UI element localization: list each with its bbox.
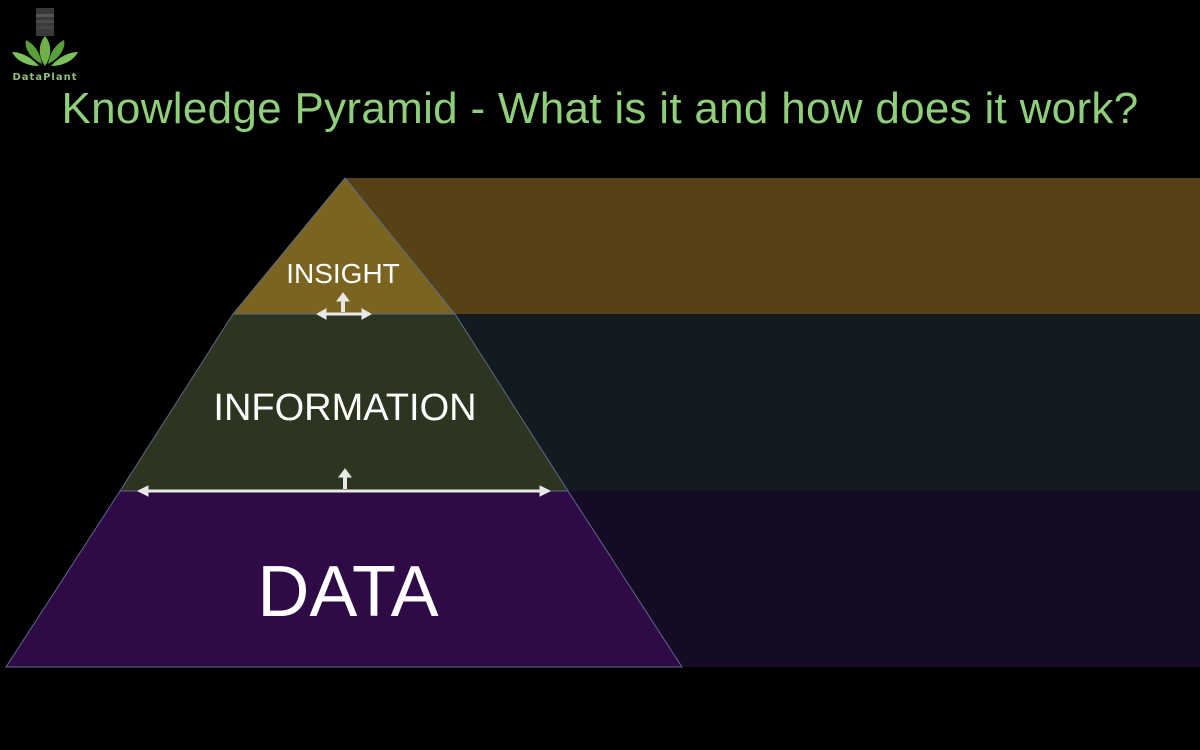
band-insight bbox=[345, 178, 1200, 314]
layer-label-data: DATA bbox=[257, 552, 438, 632]
logo-name: DataPlant bbox=[12, 72, 78, 83]
logo: DataPlant bbox=[8, 6, 82, 86]
lotus-leaf-icon bbox=[12, 8, 78, 66]
band-data bbox=[568, 491, 1200, 667]
page-title: Knowledge Pyramid - What is it and how d… bbox=[61, 84, 1139, 133]
band-information bbox=[455, 314, 1200, 491]
arrow-data-to-information bbox=[136, 468, 552, 497]
arrow-information-to-insight bbox=[315, 292, 373, 320]
layer-label-information: INFORMATION bbox=[213, 387, 476, 429]
layer-label-insight: INSIGHT bbox=[286, 258, 400, 289]
